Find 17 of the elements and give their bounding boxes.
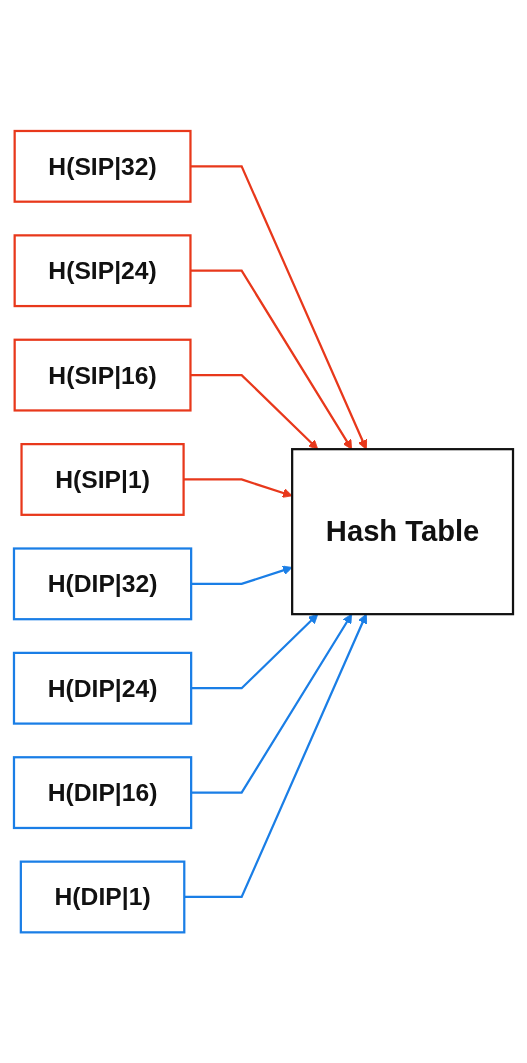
node-box: Hash Table [291, 447, 515, 616]
arrow [190, 165, 368, 450]
arrow [183, 478, 293, 498]
arrow [191, 565, 293, 585]
arrow [184, 613, 368, 898]
arrow [190, 269, 353, 450]
arrow [191, 613, 353, 794]
node-box: H(SIP|1) [20, 442, 185, 516]
node-box: H(DIP|16) [12, 755, 193, 829]
node-box: H(DIP|24) [12, 651, 193, 725]
arrow [190, 373, 319, 450]
node-box: H(SIP|32) [13, 129, 192, 203]
node-box: H(SIP|24) [13, 234, 192, 307]
arrow [191, 613, 319, 690]
node-box: H(SIP|16) [13, 338, 192, 412]
node-box: H(DIP|32) [12, 547, 193, 621]
node-box: H(DIP|1) [19, 860, 186, 934]
